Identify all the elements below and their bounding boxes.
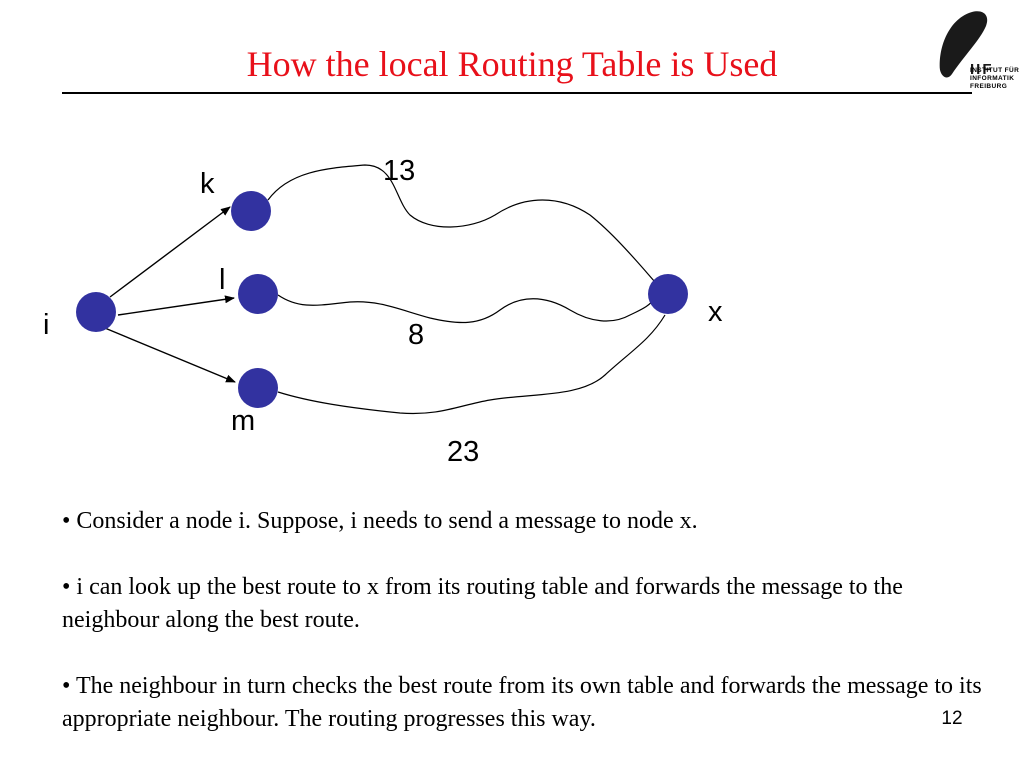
weight-k-x: 13 — [383, 155, 415, 187]
slide-number: 12 — [941, 708, 963, 729]
bullet-3: • The neighbour in turn checks the best … — [62, 673, 982, 732]
node-x — [648, 274, 688, 314]
node-label-x: x — [708, 296, 723, 328]
node-l — [238, 274, 278, 314]
edge-i-m — [99, 325, 236, 383]
logo-line-3: FREIBURG — [970, 83, 1008, 90]
edge-i-k — [109, 206, 231, 298]
node-m — [238, 368, 278, 408]
bullet-1: • Consider a node i. Suppose, i needs to… — [62, 508, 698, 534]
edge-i-l — [117, 295, 235, 316]
weight-m-x: 23 — [447, 436, 479, 468]
logo-line-1: INSTITUT FÜR — [970, 67, 1020, 74]
path-l-x — [277, 294, 656, 324]
logo-mark-icon — [939, 11, 988, 78]
logo-text: IIF — [970, 61, 994, 78]
node-k — [231, 191, 271, 231]
node-i — [76, 292, 116, 332]
iif-logo: IIF — [939, 11, 994, 78]
path-k-x — [267, 164, 656, 283]
routing-diagram: i k l m x 13 8 23 — [43, 155, 723, 468]
logo-line-2: INFORMATIK — [970, 75, 1015, 82]
path-m-x — [277, 314, 666, 415]
weight-l-x: 8 — [408, 319, 424, 351]
node-label-m: m — [231, 405, 255, 437]
title-divider — [62, 92, 972, 94]
slide-title: How the local Routing Table is Used — [246, 44, 778, 84]
node-label-k: k — [200, 168, 215, 200]
bullet-list: • Consider a node i. Suppose, i needs to… — [62, 505, 1002, 769]
node-label-i: i — [43, 309, 49, 341]
node-label-l: l — [219, 264, 225, 296]
bullet-2: • i can look up the best route to x from… — [62, 574, 903, 633]
